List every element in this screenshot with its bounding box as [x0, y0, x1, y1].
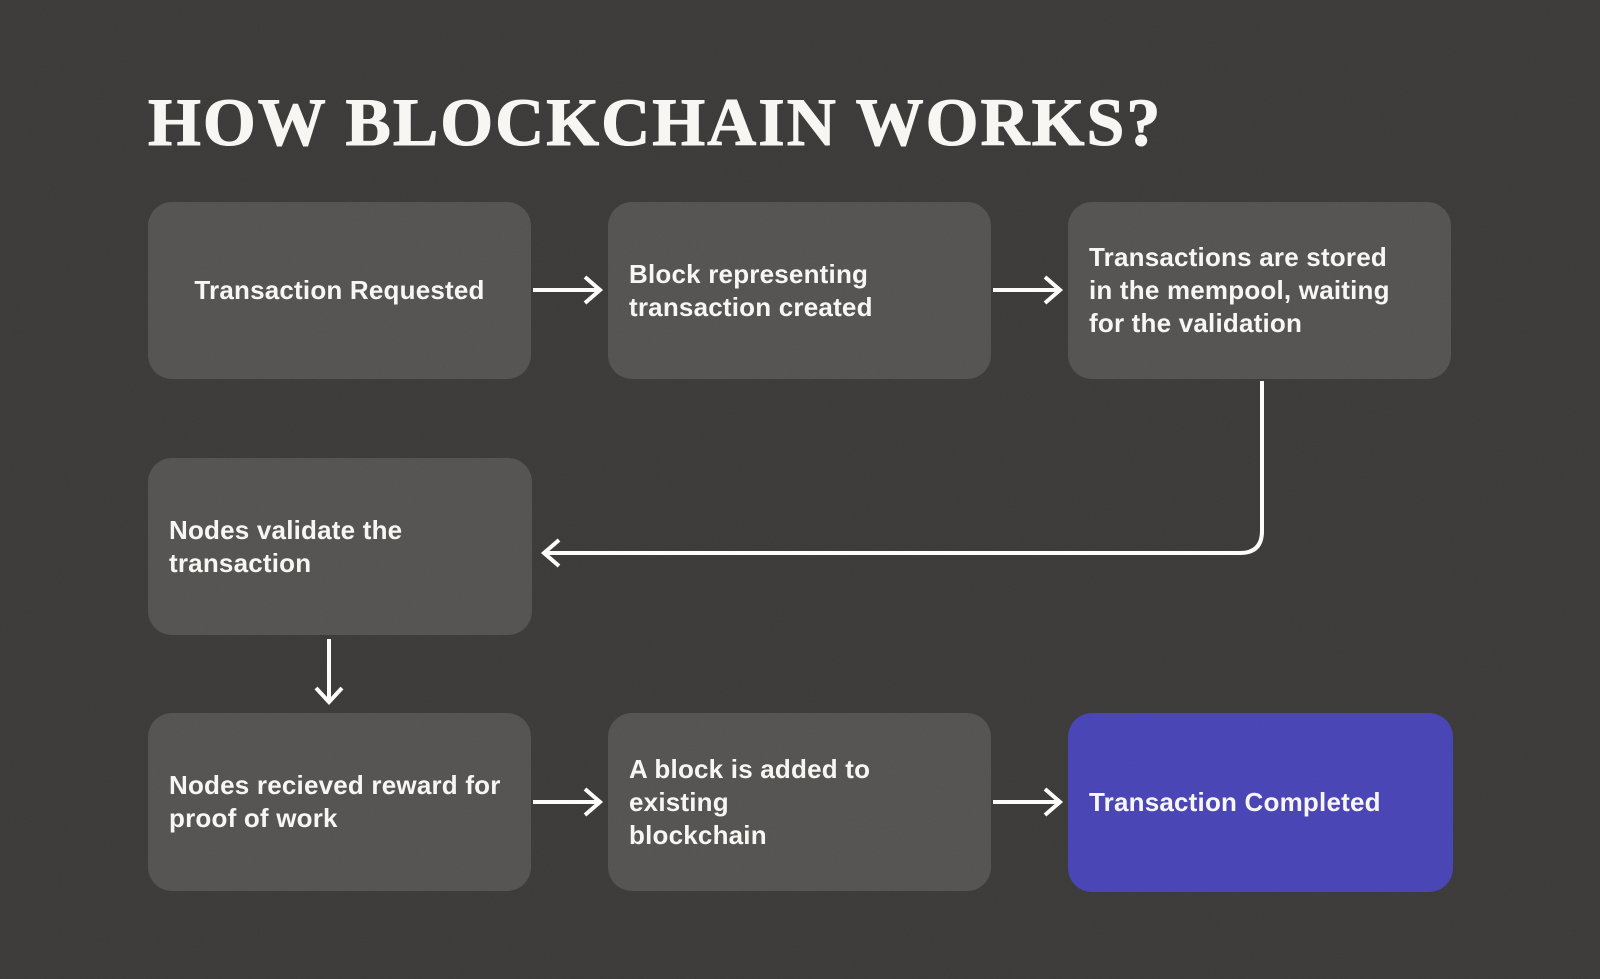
flow-step-transaction-completed: Transaction Completed	[1068, 713, 1453, 892]
flow-step-block-created: Block representing transaction created	[608, 202, 991, 379]
flow-step-label: Nodes validate the transaction	[169, 514, 403, 578]
flow-step-label: Transaction Completed	[1089, 787, 1381, 817]
page-title: HOW BLOCKCHAIN WORKS?	[147, 84, 1163, 161]
arrow-step4-to-step5-icon	[314, 639, 344, 705]
arrow-step3-to-step4-icon	[540, 381, 1264, 568]
arrow-step6-to-step7-icon	[993, 787, 1064, 817]
flow-step-label: Transaction Requested	[194, 275, 485, 305]
flow-step-block-added: A block is added to existing blockchain	[608, 713, 991, 891]
flow-step-label: A block is added to existing blockchain	[629, 753, 871, 850]
flow-step-mempool-waiting: Transactions are stored in the mempool, …	[1068, 202, 1451, 379]
flow-step-nodes-validate: Nodes validate the transaction	[148, 458, 532, 635]
flow-step-nodes-reward: Nodes recieved reward for proof of work	[148, 713, 531, 891]
flow-step-label: Nodes recieved reward for proof of work	[169, 770, 501, 833]
arrow-step1-to-step2-icon	[533, 275, 604, 305]
flow-step-label: Block representing transaction created	[629, 258, 873, 322]
arrow-step2-to-step3-icon	[993, 275, 1064, 305]
arrow-step5-to-step6-icon	[533, 787, 604, 817]
flow-step-label: Transactions are stored in the mempool, …	[1089, 242, 1390, 338]
flow-step-transaction-requested: Transaction Requested	[148, 202, 531, 379]
